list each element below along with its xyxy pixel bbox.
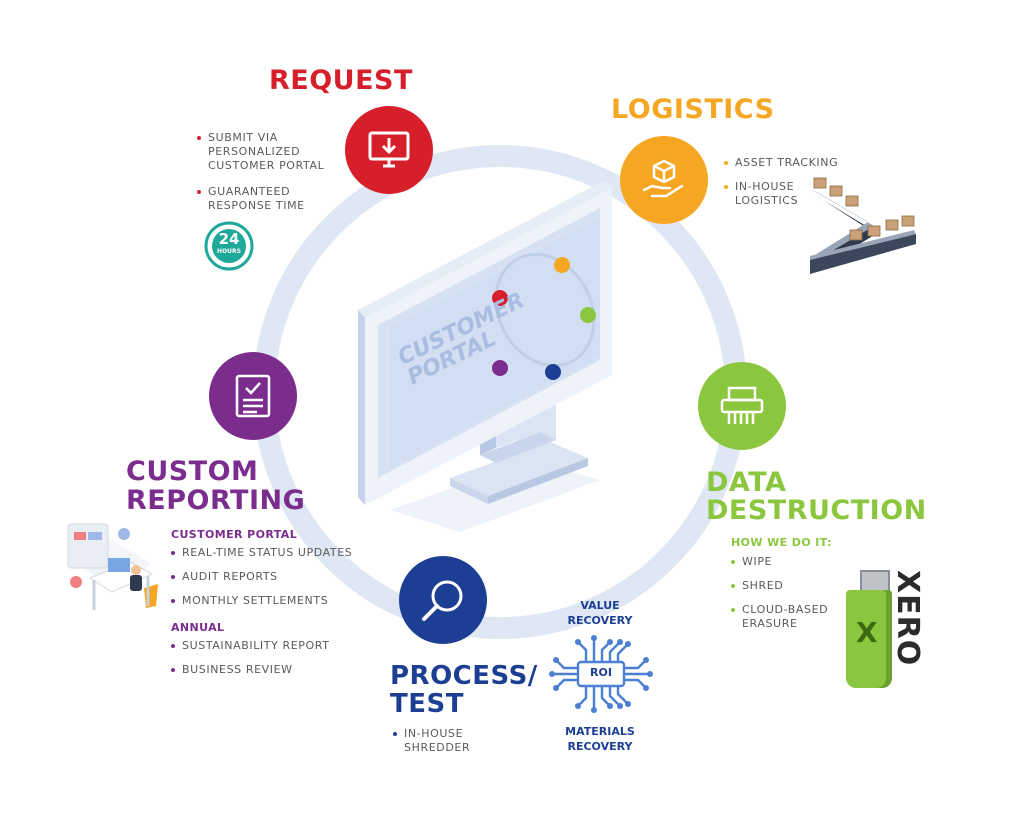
usb-brand: XERO [890,570,925,667]
list-item: CLOUD-BASED ERASURE [731,603,841,631]
magnifier-icon [422,580,463,621]
conveyor-illustration [810,177,916,274]
hours-badge-number: 24 [218,230,240,248]
value-recovery-line1: VALUE [580,599,620,612]
list-item-text: AUDIT REPORTS [182,570,278,583]
list-item-text: IN-HOUSE SHREDDER [404,727,471,754]
list-item: MONTHLY SETTLEMENTS [171,594,371,608]
monitor-illustration [358,180,612,532]
list-item: IN-HOUSE LOGISTICS [724,180,844,208]
usb-body [846,590,892,688]
hours-badge: 24 HOURS [203,220,255,272]
logistics-circle [620,136,708,224]
list-item-text: SUSTAINABILITY REPORT [182,639,330,652]
materials-recovery-label: MATERIALS RECOVERY [546,724,654,754]
roi-chip-icon [549,635,653,713]
list-item-text: ASSET TRACKING [735,156,839,169]
request-circle [345,106,433,194]
custom-reporting-group2-list: SUSTAINABILITY REPORT BUSINESS REVIEW [171,639,371,677]
list-item: BUSINESS REVIEW [171,663,371,677]
process-test-title-line2: TEST [390,689,464,719]
list-item-text: SUBMIT VIA PERSONALIZED CUSTOMER PORTAL [208,131,325,172]
custom-reporting-title-line1: CUSTOM [126,456,259,487]
list-item-text: IN-HOUSE LOGISTICS [735,180,799,207]
request-title: REQUEST [269,65,413,96]
hand-box-icon [642,159,684,198]
list-item-text: REAL-TIME STATUS UPDATES [182,546,353,559]
value-recovery-line2: RECOVERY [567,614,633,627]
process-test-list: IN-HOUSE SHREDDER [393,727,493,755]
list-item-text: WIPE [742,555,773,568]
request-list: SUBMIT VIA PERSONALIZED CUSTOMER PORTAL … [197,131,337,213]
list-item: SUSTAINABILITY REPORT [171,639,371,653]
roi-chip-label: ROI [590,666,612,679]
list-item: SUBMIT VIA PERSONALIZED CUSTOMER PORTAL [197,131,337,173]
materials-recovery-line1: MATERIALS [565,725,635,738]
data-destruction-circle [698,362,786,450]
clipboard-check-icon [235,374,271,418]
list-item-text: BUSINESS REVIEW [182,663,293,676]
data-destruction-title-line1: DATA [706,467,787,498]
process-test-circle [399,556,487,644]
list-item-text: SHRED [742,579,784,592]
list-item-text: CLOUD-BASED ERASURE [742,603,829,630]
usb-letter: X [856,616,878,649]
list-item-text: MONTHLY SETTLEMENTS [182,594,329,607]
list-item: SHRED [731,579,841,593]
list-item: AUDIT REPORTS [171,570,371,584]
usb-connector [860,570,890,592]
hours-badge-text: HOURS [217,248,241,255]
office-worker-illustration [66,523,158,610]
list-item: IN-HOUSE SHREDDER [393,727,493,755]
custom-reporting-group1-list: REAL-TIME STATUS UPDATES AUDIT REPORTS M… [171,546,371,608]
process-test-title-line1: PROCESS/ [390,661,538,691]
logistics-list: ASSET TRACKING IN-HOUSE LOGISTICS [724,156,844,208]
list-item: ASSET TRACKING [724,156,844,170]
list-item-text: GUARANTEED RESPONSE TIME [208,185,305,212]
clock-arrow-icon [204,221,254,271]
logistics-title: LOGISTICS [611,94,775,125]
list-item: REAL-TIME STATUS UPDATES [171,546,371,560]
custom-reporting-group2-heading: ANNUAL [171,621,225,634]
monitor-download-icon [368,131,410,168]
list-item: GUARANTEED RESPONSE TIME [197,185,337,213]
custom-reporting-title-line2: REPORTING [126,485,306,516]
shredder-icon [720,386,764,424]
list-item: WIPE [731,555,841,569]
usb-drive: X XERO [844,570,925,690]
custom-reporting-circle [209,352,297,440]
value-recovery-label: VALUE RECOVERY [552,598,648,628]
data-destruction-list: WIPE SHRED CLOUD-BASED ERASURE [731,555,841,631]
data-destruction-title-line2: DESTRUCTION [706,495,927,526]
materials-recovery-line2: RECOVERY [567,740,633,753]
data-destruction-subheading: HOW WE DO IT: [731,536,832,549]
custom-reporting-group1-heading: CUSTOMER PORTAL [171,528,298,541]
